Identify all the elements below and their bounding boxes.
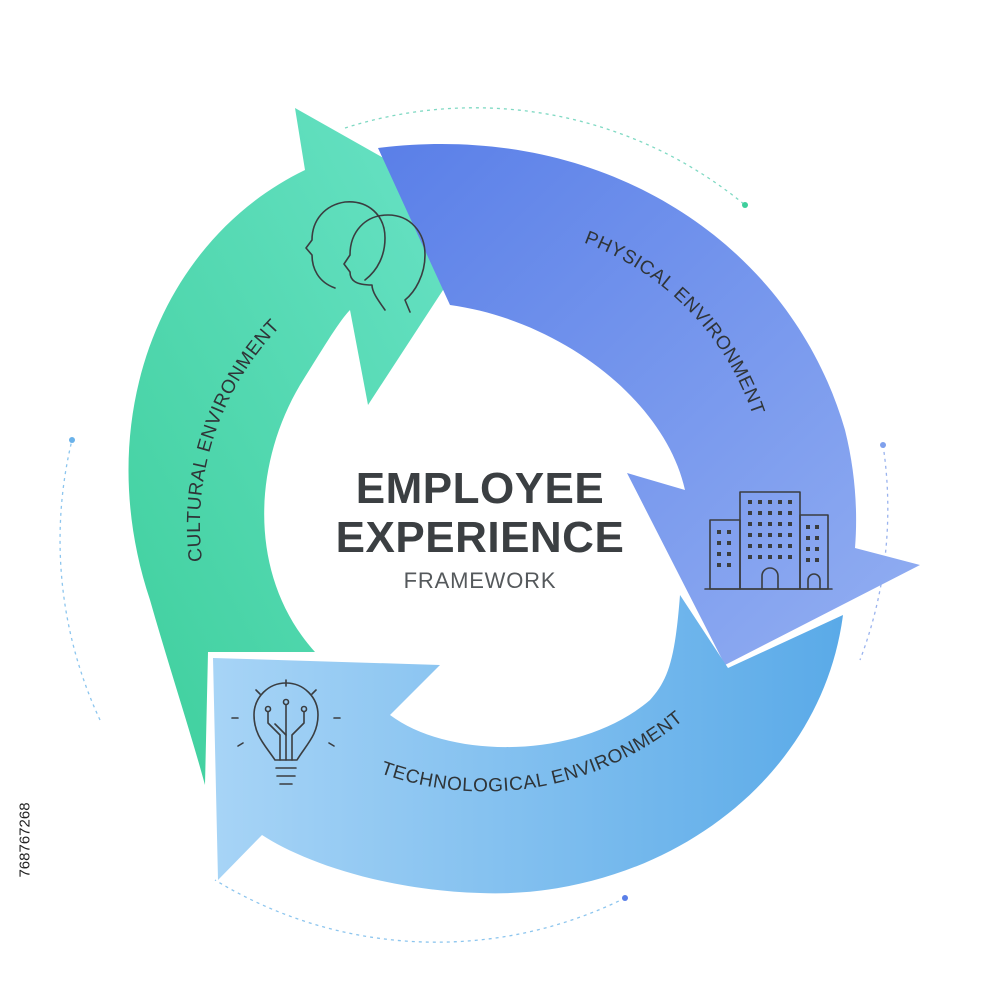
stock-image-id: 768767268 xyxy=(10,760,40,920)
building-window xyxy=(778,500,782,504)
building-window xyxy=(717,541,721,545)
building-window xyxy=(768,544,772,548)
lightbulb-circuit-icon xyxy=(231,679,341,785)
building-window xyxy=(758,544,762,548)
building-window xyxy=(806,525,810,529)
building-window xyxy=(748,500,752,504)
technological-environment-arrow xyxy=(213,595,843,894)
title-line-1: EMPLOYEE xyxy=(356,464,605,513)
building-window xyxy=(806,536,810,540)
building-window xyxy=(758,533,762,537)
building-window xyxy=(806,547,810,551)
title-line-2: EXPERIENCE xyxy=(336,513,625,562)
building-window xyxy=(815,536,819,540)
building-window xyxy=(748,544,752,548)
building-window xyxy=(727,552,731,556)
building-window xyxy=(788,511,792,515)
building-window xyxy=(748,522,752,526)
two-heads-icon xyxy=(305,201,426,313)
title-subtitle: FRAMEWORK xyxy=(404,568,557,593)
building-window xyxy=(806,558,810,562)
building-window xyxy=(727,541,731,545)
building-window xyxy=(815,547,819,551)
building-window xyxy=(788,544,792,548)
building-window xyxy=(768,522,772,526)
building-window xyxy=(758,511,762,515)
building-window xyxy=(758,555,762,559)
building-window xyxy=(815,558,819,562)
office-buildings-icon xyxy=(704,491,833,590)
building-window xyxy=(788,522,792,526)
building-window xyxy=(778,555,782,559)
dashed-outer-ring xyxy=(59,107,889,943)
building-window xyxy=(727,563,731,567)
building-window xyxy=(768,555,772,559)
cultural-environment-arrow xyxy=(128,108,491,785)
building-window xyxy=(758,500,762,504)
building-window xyxy=(748,533,752,537)
building-window xyxy=(788,500,792,504)
building-window xyxy=(717,552,721,556)
stock-image-id-text: 768767268 xyxy=(16,802,34,878)
building-window xyxy=(748,511,752,515)
building-window xyxy=(717,530,721,534)
building-window xyxy=(788,555,792,559)
building-window xyxy=(768,500,772,504)
building-window xyxy=(788,533,792,537)
building-window xyxy=(778,533,782,537)
building-window xyxy=(768,533,772,537)
building-window xyxy=(748,555,752,559)
building-window xyxy=(717,563,721,567)
building-window xyxy=(778,544,782,548)
building-window xyxy=(815,525,819,529)
building-window xyxy=(778,511,782,515)
building-window xyxy=(758,522,762,526)
building-window xyxy=(778,522,782,526)
building-window xyxy=(727,530,731,534)
physical-environment-arrow xyxy=(378,143,920,666)
building-window xyxy=(768,511,772,515)
